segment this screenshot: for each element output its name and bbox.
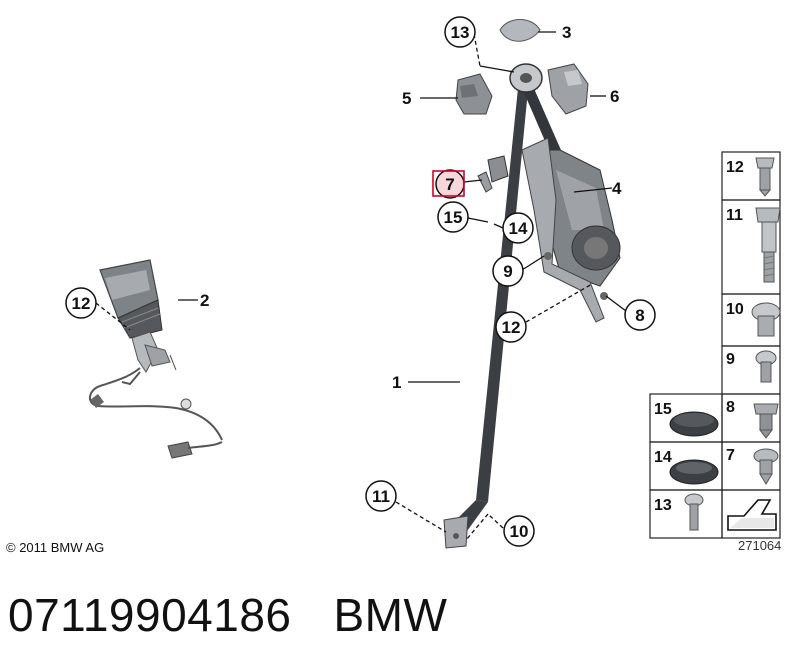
legend-cell-13: 13 bbox=[654, 493, 704, 531]
svg-text:3: 3 bbox=[562, 23, 571, 42]
svg-text:1: 1 bbox=[392, 373, 401, 392]
svg-text:9: 9 bbox=[726, 351, 735, 368]
callout-10: 10 bbox=[503, 515, 535, 547]
svg-text:12: 12 bbox=[502, 318, 521, 337]
callout-6: 6 bbox=[610, 87, 619, 106]
legend-cell-12: 12 bbox=[726, 157, 775, 197]
svg-text:11: 11 bbox=[372, 487, 390, 506]
svg-text:11: 11 bbox=[726, 207, 743, 224]
svg-text:14: 14 bbox=[654, 449, 672, 466]
callout-3: 3 bbox=[562, 23, 571, 42]
svg-text:10: 10 bbox=[726, 301, 744, 318]
fastener-legend: 12 11 10 9 bbox=[649, 151, 781, 539]
svg-text:13: 13 bbox=[654, 497, 672, 514]
svg-text:15: 15 bbox=[444, 208, 463, 227]
callout-1: 1 bbox=[392, 373, 401, 392]
callout-13: 13 bbox=[444, 16, 476, 48]
legend-cell-9: 9 bbox=[726, 350, 777, 383]
svg-text:8: 8 bbox=[635, 306, 644, 325]
svg-text:8: 8 bbox=[726, 399, 735, 416]
svg-text:7: 7 bbox=[445, 175, 454, 194]
callout-12-buckle: 12 bbox=[65, 287, 97, 319]
callout-15: 15 bbox=[437, 201, 469, 233]
copyright-notice: © 2011 BMW AG bbox=[6, 540, 105, 555]
svg-text:6: 6 bbox=[610, 87, 619, 106]
svg-text:2: 2 bbox=[200, 291, 209, 310]
svg-text:9: 9 bbox=[503, 262, 512, 281]
callout-2: 2 bbox=[200, 291, 209, 310]
callout-11: 11 bbox=[365, 480, 397, 512]
legend-cell-11: 11 bbox=[726, 207, 781, 283]
svg-text:5: 5 bbox=[402, 89, 411, 108]
svg-text:12: 12 bbox=[72, 294, 91, 313]
diagram-id: 271064 bbox=[738, 538, 782, 553]
svg-text:10: 10 bbox=[510, 522, 529, 541]
callout-7-highlighted: 7 bbox=[432, 169, 465, 199]
svg-text:7: 7 bbox=[726, 447, 735, 464]
legend-cell-10: 10 bbox=[726, 301, 781, 337]
brand-name: BMW bbox=[333, 589, 448, 641]
callout-4: 4 bbox=[612, 179, 622, 198]
buckle-assembly-drawing bbox=[89, 259, 223, 459]
svg-text:13: 13 bbox=[451, 23, 470, 42]
legend-cell-14: 14 bbox=[654, 449, 719, 485]
callout-8: 8 bbox=[624, 299, 656, 331]
part-number: 07119904186 bbox=[8, 589, 292, 641]
callout-14: 14 bbox=[502, 212, 534, 244]
legend-cell-15: 15 bbox=[654, 401, 719, 437]
callout-9: 9 bbox=[492, 255, 524, 287]
svg-text:15: 15 bbox=[654, 401, 672, 418]
callout-12-bracket: 12 bbox=[495, 311, 527, 343]
svg-text:14: 14 bbox=[509, 219, 528, 238]
legend-cell-8: 8 bbox=[726, 399, 779, 439]
svg-text:12: 12 bbox=[726, 159, 744, 176]
legend-arrow-cell bbox=[727, 499, 777, 531]
legend-cell-7: 7 bbox=[726, 447, 779, 485]
svg-text:4: 4 bbox=[612, 179, 622, 198]
callout-5: 5 bbox=[402, 89, 411, 108]
leader-lines bbox=[95, 31, 631, 541]
seat-belt-assembly-drawing bbox=[443, 19, 621, 549]
part-footer: 07119904186 BMW bbox=[8, 588, 447, 642]
